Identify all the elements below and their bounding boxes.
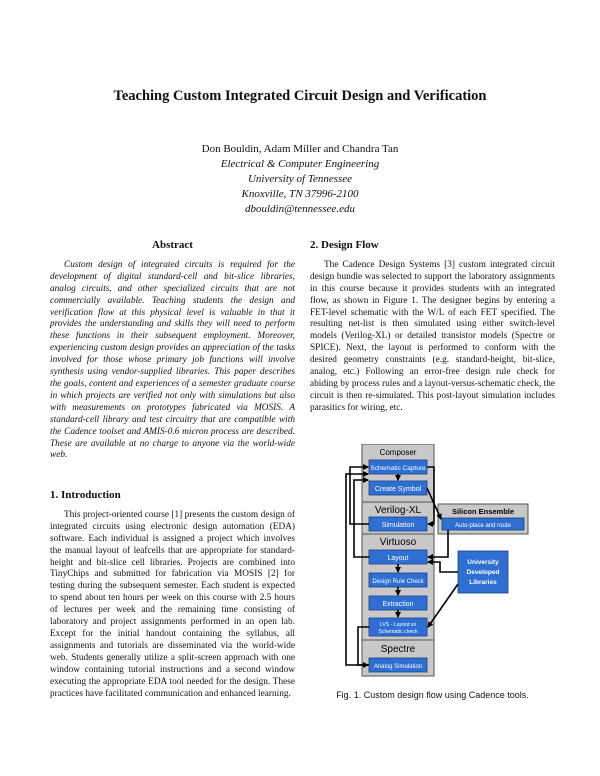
- abstract-heading: Abstract: [152, 239, 193, 251]
- arrow-spectre-to-composer: [345, 471, 369, 666]
- author-city: Knoxville, TN 37996-2100: [241, 188, 359, 200]
- arrow-apr-to-layout: [427, 530, 449, 560]
- auto-place-route-label: Auto-place and route: [455, 523, 511, 529]
- spectre-label: Spectre: [381, 644, 416, 655]
- silicon-ensemble-label: Silicon Ensemble: [452, 507, 514, 516]
- design-flow-heading: 2. Design Flow: [310, 239, 379, 251]
- paper-title: Teaching Custom Integrated Circuit Desig…: [113, 88, 487, 104]
- arrow-libraries-to-lvs: [427, 583, 459, 628]
- extraction-label: Extraction: [382, 601, 413, 608]
- layout-label: Layout: [387, 555, 408, 562]
- virtuoso-label: Virtuoso: [380, 537, 417, 548]
- univ-label-line3: Libraries: [469, 579, 497, 586]
- arrow-libraries-to-layout: [427, 559, 458, 573]
- author-names: Don Bouldin, Adam Miller and Chandra Tan: [201, 143, 399, 155]
- abstract-section: Abstract Custom design of integrated cir…: [50, 239, 295, 462]
- author-email: dbouldin@tennessee.edu: [244, 203, 355, 215]
- arrow-layout-to-composer: [353, 477, 369, 558]
- design-flow-diagram: Composer Verilog-XL Virtuoso Spectre Sil…: [345, 444, 529, 677]
- lvs-label-line1: LVS - Layout vs: [380, 622, 417, 628]
- schematic-capture-label: Schematic Capture: [370, 465, 426, 472]
- arrow-symbol-to-apr: [426, 487, 442, 520]
- design-flow-figure: Composer Verilog-XL Virtuoso Spectre Sil…: [340, 444, 530, 678]
- arrow-schematic-to-simulation: [427, 466, 435, 527]
- create-symbol-label: Create Symbol: [375, 486, 422, 493]
- author-university: University of Tennessee: [247, 173, 353, 185]
- composer-label: Composer: [380, 448, 417, 457]
- author-block: Don Bouldin, Adam Miller and Chandra Tan…: [0, 142, 600, 217]
- flow-arrows: [345, 464, 459, 668]
- introduction-section: 1. Introduction This project-oriented co…: [50, 489, 295, 700]
- verilog-label: Verilog-XL: [375, 505, 422, 516]
- design-rule-check-label: Design Rule Check: [372, 579, 424, 585]
- design-flow-section: 2. Design Flow The Cadence Design System…: [310, 239, 555, 415]
- simulation-label: Simulation: [382, 522, 415, 529]
- author-department: Electrical & Computer Engineering: [220, 158, 380, 170]
- analog-simulation-label: Analog Simulation: [374, 664, 422, 670]
- lvs-label-line2: Schematic check: [378, 629, 418, 635]
- univ-label-line1: University: [467, 559, 499, 566]
- figure-caption: Fig. 1. Custom design flow using Cadence…: [336, 690, 529, 700]
- introduction-heading: 1. Introduction: [50, 489, 121, 501]
- univ-label-line2: Developed: [467, 569, 500, 576]
- introduction-text: This project-oriented course [1] present…: [50, 509, 295, 699]
- university-libraries-box: [457, 550, 509, 594]
- design-flow-text: The Cadence Design Systems [3] custom in…: [310, 259, 555, 413]
- arrow-simulation-to-schematic: [349, 464, 369, 525]
- auto-place-route-box: [441, 517, 525, 531]
- abstract-text: Custom design of integrated circuits is …: [50, 259, 295, 461]
